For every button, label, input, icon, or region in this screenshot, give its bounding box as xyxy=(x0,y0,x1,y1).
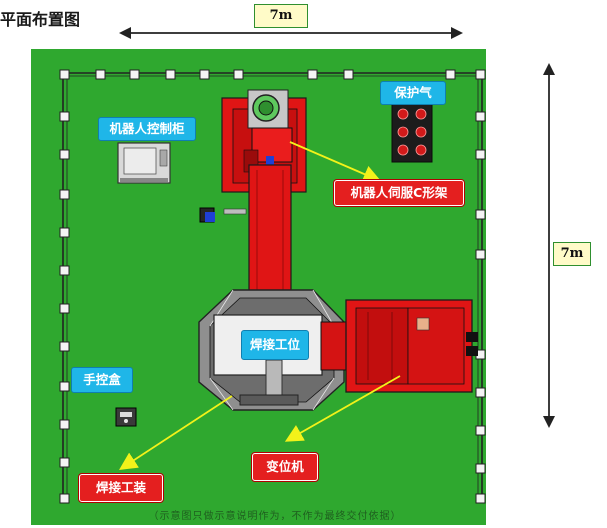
fence-posts xyxy=(59,69,486,504)
hand-box-label: 手控盒 xyxy=(71,367,133,393)
gas-bottle-rack xyxy=(391,103,433,163)
servo-frame-label: 机器人伺服C形架 xyxy=(334,180,464,206)
weld-station-label: 焊接工位 xyxy=(241,330,309,360)
robot-base xyxy=(221,89,307,193)
positioner-machine xyxy=(320,299,478,393)
width-dimension-label: 7m xyxy=(254,4,308,28)
weld-fixture-label: 焊接工装 xyxy=(79,474,163,502)
pointer-arrows xyxy=(118,141,401,470)
robot-cabinet-label: 机器人控制柜 xyxy=(98,117,196,141)
arrow-positioner xyxy=(284,375,401,442)
page-title: 平面布置图 xyxy=(0,10,81,29)
protect-gas-label: 保护气 xyxy=(380,81,446,105)
teach-pendant xyxy=(199,207,247,223)
arrow-servo-frame xyxy=(289,141,382,183)
hand-control-box xyxy=(115,407,137,427)
height-dimension-label: 7m xyxy=(553,242,591,266)
disclaimer-note: （示意图只做示意说明作为，不作为最终交付依据） xyxy=(148,511,402,522)
positioner-label: 变位机 xyxy=(252,453,318,481)
arrow-weld-fixture xyxy=(118,395,233,470)
robot-cabinet xyxy=(117,142,171,184)
